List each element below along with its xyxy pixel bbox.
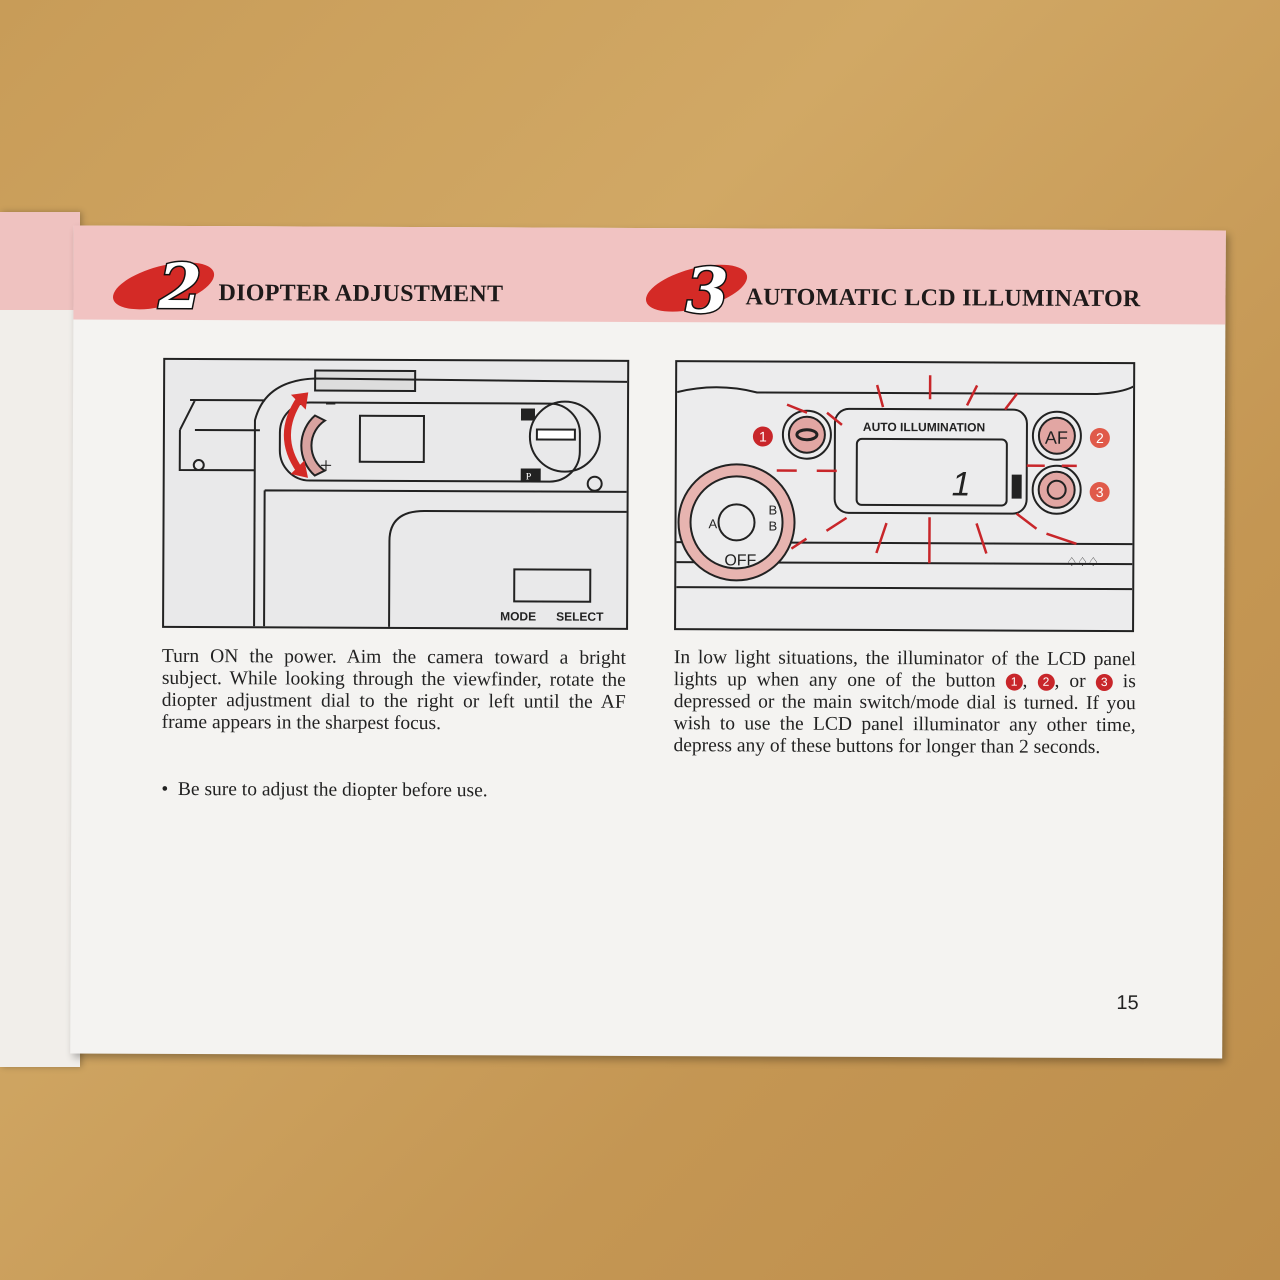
svg-text:B: B (768, 519, 777, 534)
svg-text:2: 2 (157, 250, 201, 318)
mode-label: MODE (500, 609, 536, 623)
section-number-badge: 3 (646, 253, 748, 320)
svg-text:A: A (708, 516, 717, 531)
lcd-illuminator-illustration: AUTO ILLUMINATION 1 AF OFF A B B ♤♤♤ 1 2 (674, 360, 1136, 633)
svg-text:♤♤♤: ♤♤♤ (1066, 555, 1098, 569)
previous-page-edge (0, 212, 80, 1067)
lcd-illuminator-instructions: In low light situations, the illuminator… (673, 647, 1136, 758)
svg-text:B: B (769, 503, 778, 518)
svg-text:AUTO ILLUMINATION: AUTO ILLUMINATION (863, 420, 985, 435)
manual-page: 2 DIOPTER ADJUSTMENT 3 AUTOMATIC LCD ILL… (70, 225, 1226, 1059)
section-title-diopter: DIOPTER ADJUSTMENT (218, 280, 504, 308)
diopter-note: • Be sure to adjust the diopter before u… (161, 779, 625, 803)
section-number-badge: 2 (113, 248, 215, 318)
svg-text:3: 3 (685, 254, 728, 320)
diopter-instructions: Turn ON the power. Aim the camera toward… (161, 645, 626, 735)
callout-2: 2 (1089, 427, 1110, 449)
bullet-icon: • (161, 778, 178, 800)
svg-text:+: + (320, 453, 333, 478)
select-label: SELECT (556, 610, 604, 624)
diopter-illustration: P − + MODE SELECT (162, 357, 630, 630)
section-title-lcd-illuminator: AUTOMATIC LCD ILLUMINATOR (745, 284, 1141, 313)
inline-callout-3: 3 (1095, 673, 1113, 692)
svg-text:P: P (526, 471, 532, 482)
inline-callout-2: 2 (1037, 673, 1055, 691)
svg-text:OFF: OFF (724, 552, 756, 569)
bullet-text: Be sure to adjust the diopter before use… (177, 778, 488, 802)
callout-3: 3 (1089, 481, 1110, 503)
page-number: 15 (1116, 992, 1139, 1015)
svg-text:1: 1 (952, 465, 971, 503)
inline-callout-1: 1 (1005, 673, 1023, 691)
callout-1: 1 (752, 426, 773, 447)
svg-text:AF: AF (1045, 428, 1068, 448)
svg-text:−: − (325, 394, 336, 416)
